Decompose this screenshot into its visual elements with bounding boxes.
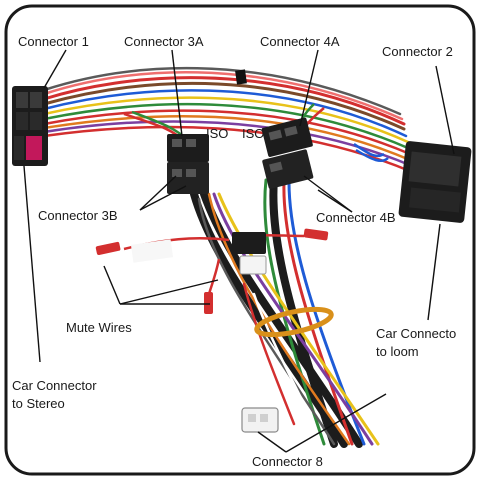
wiring-harness-photo bbox=[4, 4, 476, 476]
inline-block bbox=[232, 232, 266, 254]
annotation-lines bbox=[23, 49, 455, 453]
label-connector-4b: Connector 4B bbox=[316, 210, 396, 225]
lower-wire-bundle bbox=[190, 175, 380, 448]
label-connector-8: Connector 8 bbox=[252, 454, 323, 469]
label-iso-left: ISO bbox=[206, 126, 229, 141]
rounded-frame-border bbox=[4, 4, 476, 476]
white-plug bbox=[239, 255, 267, 275]
label-iso-right: ISO bbox=[242, 126, 265, 141]
connector-3a bbox=[167, 134, 209, 162]
wire-tag bbox=[130, 239, 174, 263]
label-connector-3b: Connector 3B bbox=[38, 208, 118, 223]
connector-1 bbox=[12, 86, 48, 166]
label-connector-1: Connector 1 bbox=[18, 34, 89, 49]
photo-frame: Connector 1 Connector 3A Connector 4A Co… bbox=[4, 4, 476, 476]
label-connector-2: Connector 2 bbox=[382, 44, 453, 59]
label-car-connector-stereo-2: to Stereo bbox=[12, 396, 65, 411]
label-connector-4a: Connector 4A bbox=[260, 34, 340, 49]
connector-4b bbox=[262, 149, 314, 189]
label-mute-wires: Mute Wires bbox=[66, 320, 132, 335]
upper-wire-bundle bbox=[42, 66, 414, 174]
connector-3b bbox=[167, 162, 209, 194]
connector-4a bbox=[261, 117, 313, 157]
cable-tie bbox=[235, 69, 247, 85]
connector-8 bbox=[241, 407, 279, 433]
cable-tie-orange bbox=[254, 306, 334, 338]
label-connector-3a: Connector 3A bbox=[124, 34, 204, 49]
label-car-connector-loom-2: to loom bbox=[376, 344, 419, 359]
label-car-connector-loom-1: Car Connecto bbox=[376, 326, 457, 341]
label-car-connector-stereo-1: Car Connector bbox=[12, 378, 97, 393]
connector-2 bbox=[398, 141, 472, 223]
